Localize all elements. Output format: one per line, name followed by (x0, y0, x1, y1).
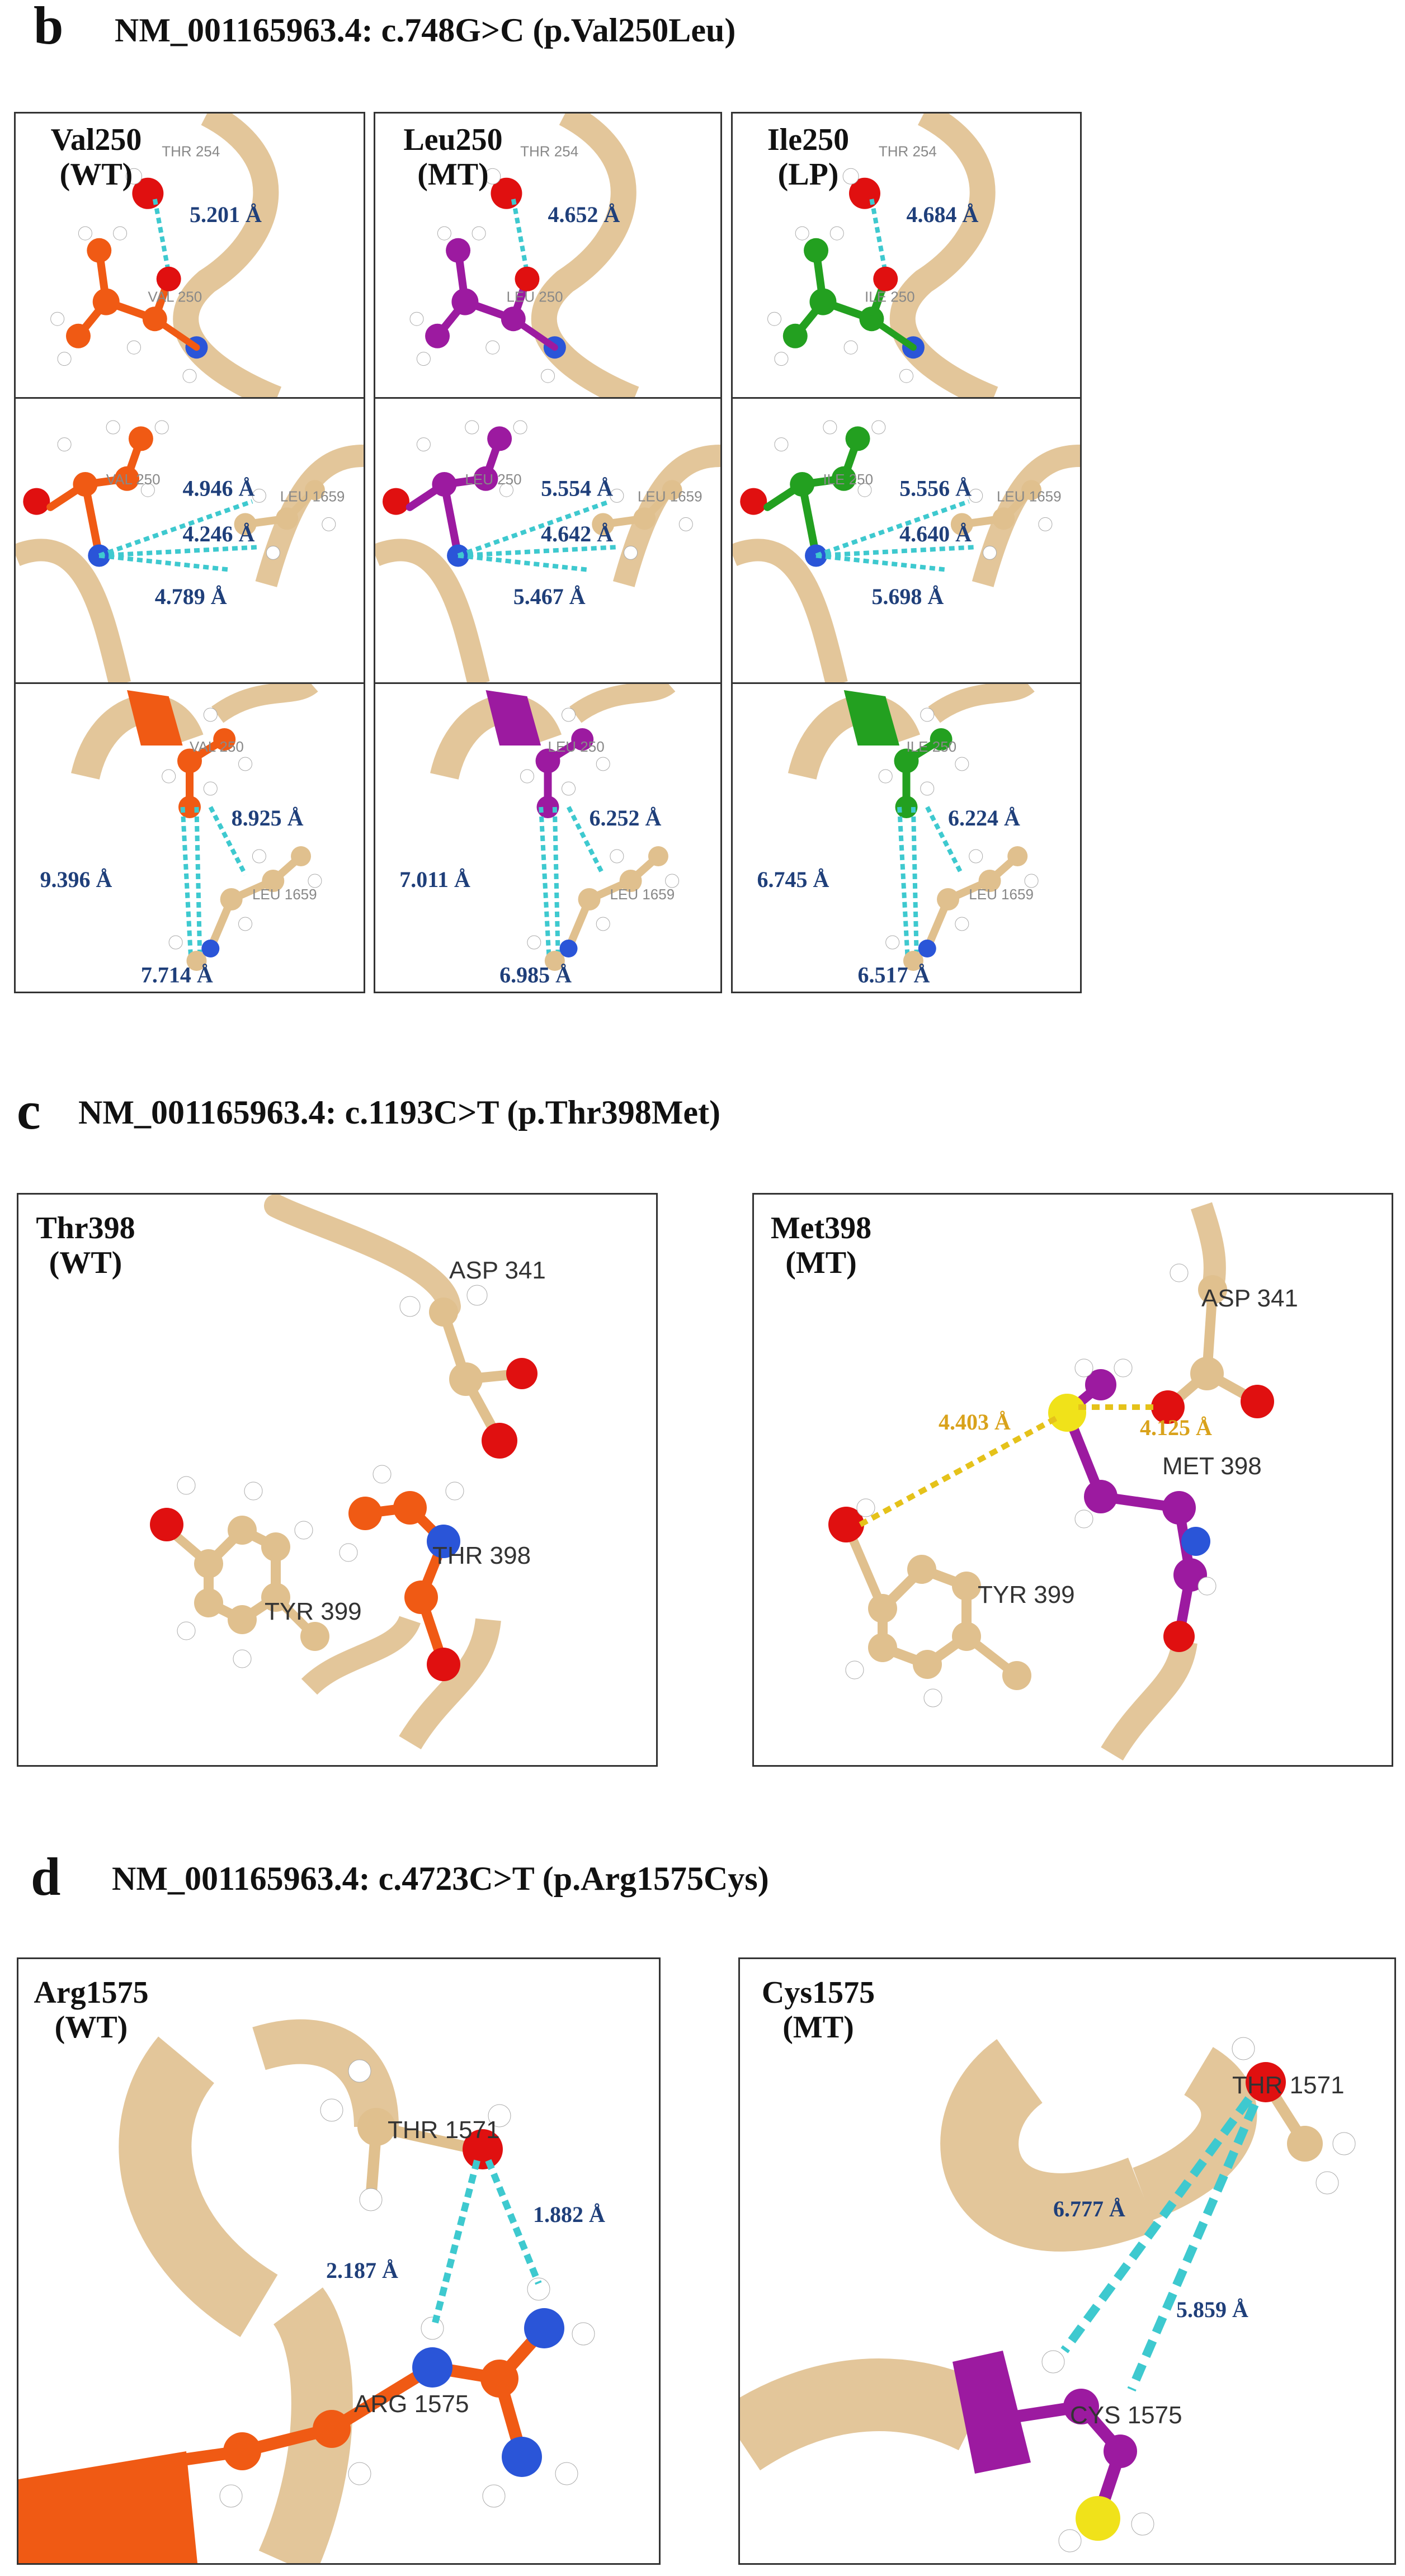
distance-label-5859: 5.859 Å (1176, 2297, 1248, 2322)
residue-asp341-label: ASP 341 (449, 1257, 546, 1284)
svg-text:LEU 250: LEU 250 (548, 738, 605, 755)
svg-text:VAL 250: VAL 250 (190, 738, 244, 755)
distance-label-1882: 1.882 Å (533, 2202, 605, 2227)
panel-c-letter: c (17, 1081, 41, 1140)
distance-label: 7.714 Å (141, 963, 213, 988)
svg-text:ILE 250: ILE 250 (907, 738, 957, 755)
panel-c-wt-box: ASP 341 THR 398 TYR 399 Thr398(WT) (17, 1193, 658, 1767)
distance-label-4403: 4.403 Å (939, 1409, 1011, 1435)
svg-text:LEU 1659: LEU 1659 (638, 488, 702, 505)
distance-label: 6.224 Å (948, 805, 1020, 831)
svg-text:LEU 1659: LEU 1659 (280, 488, 345, 505)
svg-text:LEU 1659: LEU 1659 (252, 886, 317, 903)
svg-text:THR 254: THR 254 (520, 143, 578, 160)
distance-label: 5.467 Å (513, 584, 586, 609)
svg-text:VAL 250: VAL 250 (106, 471, 161, 488)
residue-met398-label: MET 398 (1162, 1452, 1262, 1480)
col-label-val250: Val250(WT) (50, 122, 142, 192)
col-label-ile250: Ile250(LP) (767, 122, 850, 192)
distance-label-6777: 6.777 Å (1053, 2196, 1125, 2221)
svg-text:LEU 250: LEU 250 (506, 289, 563, 305)
residue-asp341-label: ASP 341 (1201, 1285, 1298, 1312)
residue-arg1575-label: ARG 1575 (354, 2390, 469, 2418)
arg1575-structure: 2.187 Å 1.882 Å THR 1571 ARG 1575 (18, 2019, 605, 2563)
panel-d-wt-box: 2.187 Å 1.882 Å THR 1571 ARG 1575 Arg157… (17, 1957, 661, 2565)
distance-label: 4.684 Å (907, 202, 979, 227)
distance-label-2187: 2.187 Å (326, 2258, 398, 2283)
distance-label: 5.554 Å (541, 475, 613, 501)
svg-text:THR 254: THR 254 (162, 143, 220, 160)
distance-label: 4.642 Å (541, 521, 613, 546)
panel-d-title: NM_001165963.4: c.4723C>T (p.Arg1575Cys) (112, 1860, 769, 1897)
svg-text:LEU 1659: LEU 1659 (610, 886, 675, 903)
cys1575-structure: 6.777 Å 5.859 Å THR 1571 CYS 1575 (740, 2037, 1356, 2553)
svg-text:THR 254: THR 254 (879, 143, 937, 160)
svg-text:ILE 250: ILE 250 (823, 471, 873, 488)
arg1575-wt-label: Arg1575(WT) (34, 1975, 149, 2045)
residue-tyr399-label: TYR 399 (978, 1581, 1075, 1608)
distance-label: 4.946 Å (183, 475, 255, 501)
thr398-structure: ASP 341 THR 398 TYR 399 (150, 1195, 546, 1749)
distance-label: 5.698 Å (871, 584, 944, 609)
distance-label: 5.556 Å (899, 475, 972, 501)
panel-d-letter: d (31, 1847, 61, 1907)
met398-structure: 4.403 Å 4.125 Å ASP 341 MET 398 TYR 399 (828, 1202, 1298, 1761)
residue-cys1575-label: CYS 1575 (1070, 2402, 1182, 2429)
distance-label: 6.745 Å (757, 867, 829, 892)
svg-text:LEU 1659: LEU 1659 (997, 488, 1062, 505)
thr398-wt-label: Thr398(WT) (36, 1211, 135, 1280)
distance-label-4125: 4.125 Å (1140, 1415, 1212, 1440)
met398-mt-label: Met398(MT) (770, 1211, 872, 1280)
distance-label: 6.517 Å (858, 963, 930, 988)
panel-c-mt-box: 4.403 Å 4.125 Å ASP 341 MET 398 TYR 399 … (752, 1193, 1393, 1767)
distance-label: 6.252 Å (590, 805, 662, 831)
residue-thr1571-label: THR 1571 (1232, 2072, 1345, 2099)
distance-label: 5.201 Å (190, 202, 262, 227)
panel-c-title: NM_001165963.4: c.1193C>T (p.Thr398Met) (78, 1094, 720, 1131)
residue-tyr399-label: TYR 399 (265, 1598, 362, 1625)
distance-label: 9.396 Å (40, 867, 112, 892)
cys1575-mt-label: Cys1575(MT) (761, 1975, 875, 2045)
distance-label: 4.640 Å (899, 521, 972, 546)
col-label-leu250: Leu250(MT) (403, 122, 503, 192)
svg-text:LEU 1659: LEU 1659 (969, 886, 1034, 903)
residue-thr1571-label: THR 1571 (388, 2116, 500, 2144)
residue-thr398-label: THR 398 (432, 1542, 531, 1569)
distance-label: 4.652 Å (548, 202, 620, 227)
svg-text:ILE 250: ILE 250 (865, 289, 915, 305)
svg-text:VAL 250: VAL 250 (148, 289, 202, 305)
distance-label: 4.789 Å (155, 584, 227, 609)
svg-text:LEU 250: LEU 250 (465, 471, 521, 488)
distance-label: 6.985 Å (499, 963, 572, 988)
panel-d-mt-box: 6.777 Å 5.859 Å THR 1571 CYS 1575 Cys157… (738, 1957, 1396, 2565)
distance-label: 8.925 Å (232, 805, 304, 831)
distance-label: 7.011 Å (399, 867, 470, 892)
distance-label: 4.246 Å (183, 521, 255, 546)
panel-b-title: NM_001165963.4: c.748G>C (p.Val250Leu) (115, 12, 736, 49)
panel-b-letter: b (34, 0, 64, 55)
